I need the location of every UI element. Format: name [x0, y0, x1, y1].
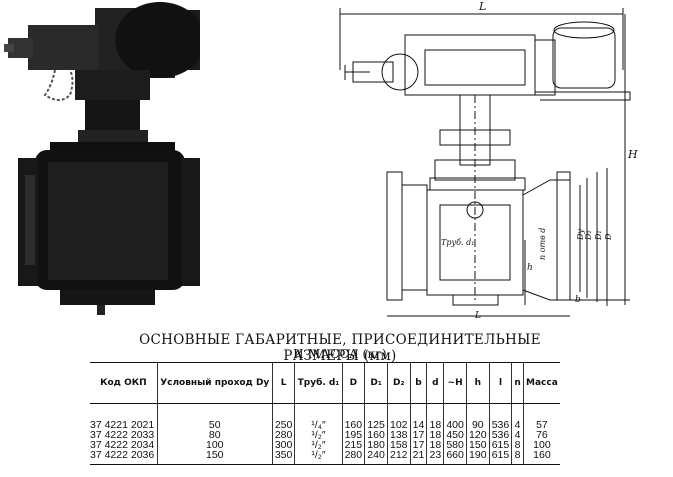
- label-D2: D₂: [584, 230, 593, 241]
- table-cell: 280: [341, 450, 365, 465]
- table-cell: 158: [386, 440, 411, 450]
- table-cell: 4: [511, 403, 524, 430]
- table-cell: 536: [488, 430, 512, 440]
- column-header: h: [465, 362, 490, 404]
- label-H: H: [627, 148, 638, 161]
- table-cell: ¹/₂″: [294, 430, 342, 440]
- table-cell: 120: [465, 430, 490, 440]
- table-title: ОСНОВНЫЕ ГАБАРИТНЫЕ, ПРИСОЕДИНИТЕЛЬНЫЕ Р…: [139, 332, 541, 364]
- table-cell: 8: [511, 440, 524, 450]
- table-cell: 17: [409, 430, 427, 440]
- column-header: Код ОКП: [90, 362, 158, 404]
- table-cell: 190: [465, 450, 490, 465]
- column-header: d: [426, 362, 444, 404]
- table-cell: 100: [156, 440, 273, 450]
- table-cell: 125: [364, 403, 388, 430]
- table-cell: 280: [271, 430, 295, 440]
- valve-photo: [4, 2, 200, 315]
- table-cell: 195: [341, 430, 365, 440]
- table-cell: 615: [488, 440, 512, 450]
- label-pipe: Труб. d₁: [441, 238, 474, 247]
- table-cell: ¹/₂″: [294, 440, 342, 450]
- table-subtitle: И МАССА (кг): [293, 347, 387, 361]
- table-cell: 14: [409, 403, 427, 430]
- table-cell: 23: [426, 450, 444, 465]
- table-cell: 160: [364, 430, 388, 440]
- table-cell: 21: [409, 450, 427, 465]
- column-header: L: [271, 362, 295, 404]
- column-header: D: [341, 362, 365, 404]
- table-cell: 150: [465, 440, 490, 450]
- column-header: ~H: [443, 362, 467, 404]
- table-cell: 215: [341, 440, 365, 450]
- table-cell: ¹/₄″: [294, 403, 342, 430]
- table-cell: 37 4221 2021: [90, 419, 155, 431]
- table-cell: 400: [443, 403, 467, 430]
- table-cell: 8: [511, 450, 524, 465]
- table-cell: ¹/₂″: [294, 450, 342, 465]
- table-cell: 160: [522, 450, 560, 465]
- table-cell: 615: [488, 450, 512, 465]
- table-cell: 18: [426, 440, 444, 450]
- label-L: L: [474, 311, 481, 321]
- label-b: b: [575, 295, 581, 305]
- table-cell: 240: [364, 450, 388, 465]
- column-header: D₂: [386, 362, 411, 404]
- column-header: Труб. d₁: [294, 362, 342, 404]
- table-cell: 150: [156, 450, 273, 465]
- table-cell: 300: [271, 440, 295, 450]
- table-cell: 536: [488, 403, 512, 430]
- label-D1: D₁: [594, 230, 603, 241]
- table-cell: 580: [443, 440, 467, 450]
- valve-drawing: L H h b L Труб. d₁ n отв d Dу D₂ D₁ D: [339, 0, 638, 321]
- table-cell: 57: [522, 403, 560, 430]
- table-cell: 212: [386, 450, 411, 465]
- column-header: n: [511, 362, 524, 404]
- table-cell: 76: [522, 430, 560, 440]
- label-Dy: Dу: [576, 229, 585, 241]
- table-cell: 37 4222 2034: [90, 439, 155, 451]
- table-cell: 90: [465, 403, 490, 430]
- table-cell: 4: [511, 430, 524, 440]
- table-cell: 450: [443, 430, 467, 440]
- table-cell: 138: [386, 430, 411, 440]
- table-cell: 18: [426, 430, 444, 440]
- table-cell: 37 4222 2036: [90, 450, 158, 465]
- table-cell: 180: [364, 440, 388, 450]
- column-header: D₁: [364, 362, 388, 404]
- table-cell: 250: [271, 403, 295, 430]
- label-l: L: [478, 0, 486, 13]
- table-cell: 660: [443, 450, 467, 465]
- column-header: Масса: [522, 362, 560, 404]
- table-cell: 100: [522, 440, 560, 450]
- table-cell: 37 4222 2033: [90, 429, 155, 441]
- table-cell: 160: [341, 403, 365, 430]
- table-cell: 50: [156, 403, 273, 430]
- column-header: b: [409, 362, 427, 404]
- label-D: D: [604, 233, 613, 241]
- column-header: Условный проход Dу: [156, 362, 273, 404]
- label-holes: n отв d: [538, 228, 547, 260]
- column-header: l: [488, 362, 512, 404]
- table-cell: 18: [426, 403, 444, 430]
- label-h: h: [527, 263, 533, 273]
- table-cell: 17: [409, 440, 427, 450]
- table-cell: 350: [271, 450, 295, 465]
- table-cell: 80: [156, 430, 273, 440]
- table-cell: 102: [386, 403, 411, 430]
